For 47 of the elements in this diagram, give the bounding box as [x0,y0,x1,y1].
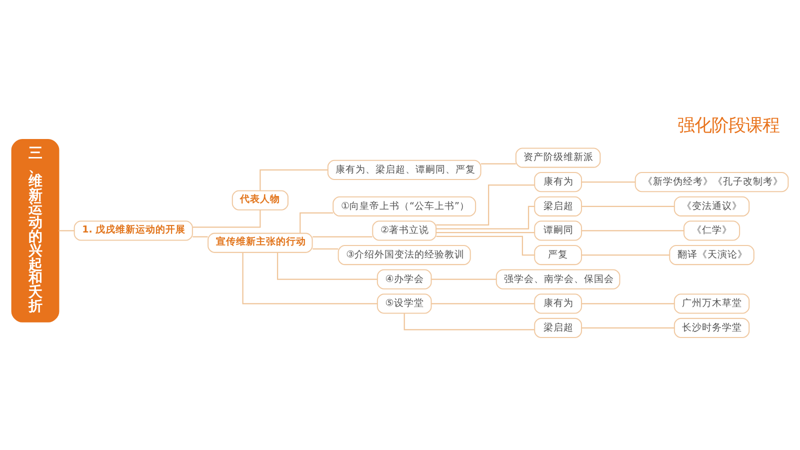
connector [300,212,334,233]
connector [404,312,534,330]
connector [436,205,534,229]
node-box: 宣传维新主张的行动 [208,232,313,252]
node-box: 康有为 [534,172,582,192]
node-box: ②著书立说 [372,220,437,240]
connector [58,230,74,231]
node-box: ①向皇帝上书（“公车上书”） [332,196,476,216]
connector [431,302,534,304]
connector [312,236,372,237]
node-box: 《变法通议》 [674,196,750,216]
node-box: 资产阶级维新派 [515,147,601,168]
node-box: 强学会、南学会、保国会 [496,268,620,289]
node-box: 翻译《天演论》 [669,244,754,265]
node-box: 三、维新运动的兴起和夭折 [11,138,60,322]
node-box: ③介绍外国变法的经验教训 [338,244,471,265]
node-box: 《仁学》 [683,220,740,240]
connector [431,278,496,280]
connector [582,254,670,256]
connector [436,184,535,226]
connector [192,210,261,228]
connector [436,232,535,233]
connector [192,236,208,237]
node-box: 《新学伪经考》《孔子改制考》 [634,172,789,192]
node-box: 长沙时务学堂 [674,317,750,338]
connector [582,181,636,182]
connector [242,252,378,304]
node-box: 广州万木草堂 [674,293,750,314]
node-box: ④办学会 [376,268,432,289]
connector [480,162,516,164]
node-box: 代表人物 [232,190,288,210]
connector [582,205,674,206]
node-box: 梁启超 [534,196,582,216]
connector [260,168,328,190]
node-box: 康有为 [534,293,582,314]
node-box: 谭嗣同 [534,220,582,240]
connector [582,230,684,231]
node-box: ⑤设学堂 [376,293,432,314]
connector [277,252,378,280]
node-box: 康有为、梁启超、谭嗣同、严复 [327,159,482,180]
connector [582,326,674,328]
diagram-title: 强化阶段课程 [677,115,780,136]
node-box: 严复 [534,244,582,265]
node-box: 梁启超 [534,317,582,338]
node-box: 1. 戊戌维新运动的开展 [74,220,193,240]
connector [312,248,338,249]
connector [582,302,674,304]
